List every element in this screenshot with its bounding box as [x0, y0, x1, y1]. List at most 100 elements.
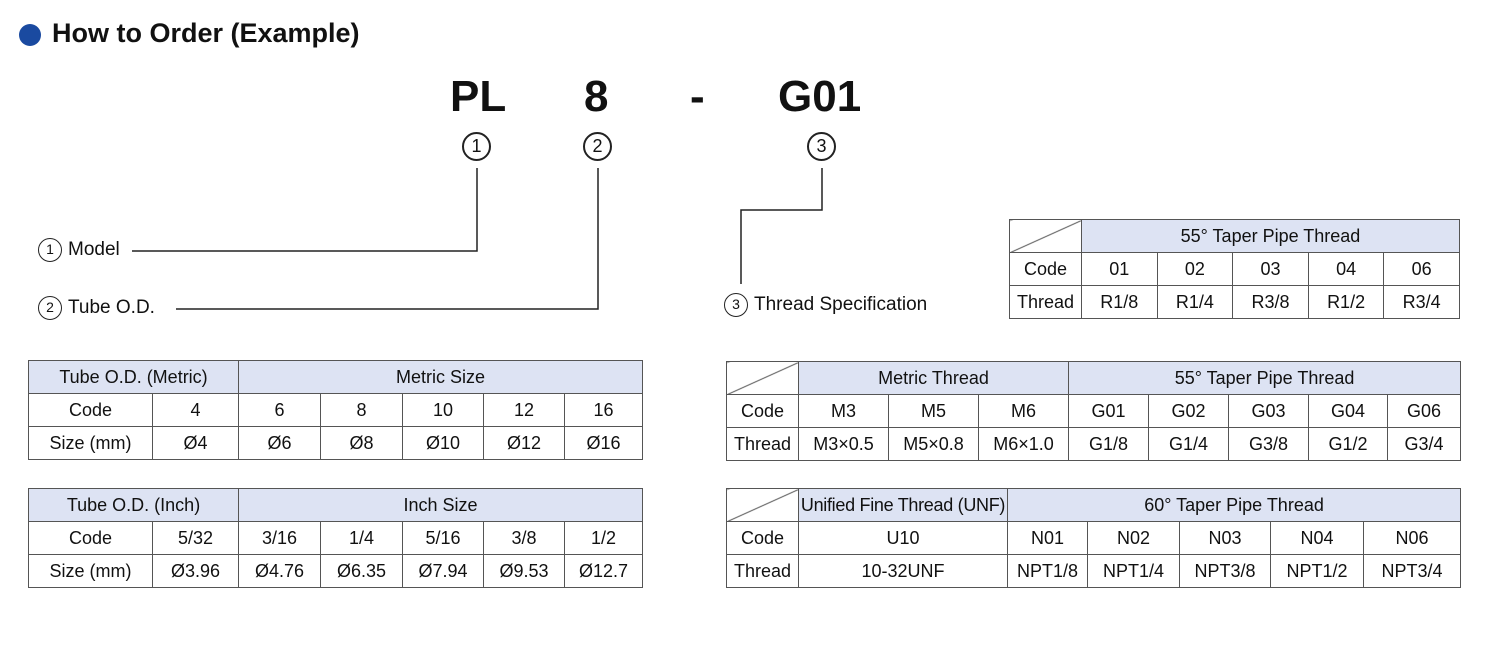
inch-size-table: Tube O.D. (Inch) Inch Size Code 5/32 3/1… [28, 488, 644, 588]
thread-cell: M6×1.0 [977, 427, 1070, 461]
code-cell: 8 [320, 393, 404, 427]
thread-cell: R1/2 [1307, 285, 1385, 319]
page-title: How to Order (Example) [52, 18, 360, 48]
table-corner-label: Tube O.D. (Inch) [28, 488, 239, 522]
order-code-thread: G01 [778, 72, 862, 121]
row-label-size: Size (mm) [28, 554, 153, 588]
code-cell: N01 [1007, 521, 1088, 555]
taper-thread-table: 55° Taper Pipe Thread Code 01 02 03 04 0… [1009, 219, 1460, 319]
table-title: Inch Size [237, 488, 644, 522]
row-label-code: Code [28, 521, 153, 555]
size-cell: Ø12.7 [563, 554, 644, 588]
thread-cell: R1/4 [1156, 285, 1234, 319]
thread-cell: R3/4 [1383, 285, 1460, 319]
code-cell: 1/2 [563, 521, 644, 555]
thread-cell: 10-32UNF [798, 554, 1008, 588]
thread-cell: NPT3/4 [1362, 554, 1462, 588]
size-cell: Ø16 [564, 426, 644, 460]
table-group-title: Metric Thread [797, 361, 1070, 395]
order-code-tube-od: 8 [584, 72, 609, 121]
diagonal-header-icon [726, 361, 799, 395]
marker-2-small: 2 [38, 296, 62, 320]
row-label-code: Code [726, 394, 799, 428]
code-cell: 5/32 [152, 521, 239, 555]
size-cell: Ø3.96 [152, 554, 239, 588]
thread-cell: M3×0.5 [798, 427, 889, 461]
code-cell: 12 [483, 393, 566, 427]
size-cell: Ø7.94 [402, 554, 484, 588]
row-label-thread: Thread [726, 554, 799, 588]
code-cell: N02 [1087, 521, 1180, 555]
code-cell: 1/4 [320, 521, 403, 555]
size-cell: Ø8 [320, 426, 404, 460]
code-cell: 6 [238, 393, 322, 427]
code-cell: 06 [1383, 252, 1460, 286]
code-cell: M5 [888, 394, 979, 428]
section-bullet-icon [19, 24, 41, 46]
unf-thread-table: Unified Fine Thread (UNF) 60° Taper Pipe… [726, 488, 1462, 588]
size-cell: Ø4 [151, 426, 240, 460]
code-cell: 3/8 [483, 521, 565, 555]
thread-cell: G3/8 [1228, 427, 1310, 461]
label-model-text: Model [68, 239, 120, 260]
size-cell: Ø10 [402, 426, 485, 460]
order-code-model: PL [450, 72, 507, 121]
thread-cell: NPT3/8 [1179, 554, 1271, 588]
code-cell: 04 [1307, 252, 1385, 286]
thread-cell: NPT1/2 [1270, 554, 1364, 588]
thread-cell: NPT1/4 [1087, 554, 1180, 588]
leader-line-thread [740, 168, 823, 284]
marker-3-small: 3 [724, 293, 748, 317]
size-cell: Ø9.53 [483, 554, 565, 588]
diagonal-header-icon [1009, 219, 1082, 253]
code-cell: N04 [1270, 521, 1364, 555]
row-label-size: Size (mm) [28, 426, 153, 460]
marker-1: 1 [462, 132, 491, 161]
table-group-title: Unified Fine Thread (UNF) [798, 488, 1008, 522]
label-thread-spec-text: Thread Specification [754, 294, 928, 315]
marker-3: 3 [807, 132, 836, 161]
code-cell: 03 [1232, 252, 1309, 286]
thread-cell: M5×0.8 [888, 427, 979, 461]
row-label-thread: Thread [726, 427, 799, 461]
thread-cell: G3/4 [1387, 427, 1462, 461]
table-corner-label: Tube O.D. (Metric) [27, 360, 240, 394]
code-cell: 4 [151, 393, 240, 427]
code-cell: 3/16 [238, 521, 321, 555]
row-label-code: Code [1009, 252, 1082, 286]
label-thread-spec: 3 Thread Specification [724, 293, 927, 317]
code-cell: 5/16 [402, 521, 484, 555]
code-cell: G03 [1228, 394, 1310, 428]
code-cell: 02 [1156, 252, 1234, 286]
code-cell: M6 [977, 394, 1070, 428]
order-code-separator: - [690, 72, 705, 121]
thread-cell: G1/4 [1148, 427, 1230, 461]
label-tube-od-text: Tube O.D. [68, 297, 155, 318]
table-title: Metric Size [238, 360, 644, 394]
size-cell: Ø6 [238, 426, 322, 460]
marker-1-small: 1 [38, 238, 62, 262]
code-cell: N06 [1362, 521, 1462, 555]
code-cell: 01 [1081, 252, 1158, 286]
thread-cell: G1/2 [1308, 427, 1389, 461]
code-cell: N03 [1179, 521, 1271, 555]
code-cell: G04 [1308, 394, 1389, 428]
table-title: 55° Taper Pipe Thread [1081, 219, 1460, 253]
size-cell: Ø12 [483, 426, 566, 460]
thread-cell: R3/8 [1232, 285, 1309, 319]
table-group-title: 60° Taper Pipe Thread [1006, 488, 1462, 522]
size-cell: Ø6.35 [320, 554, 403, 588]
leader-line-tube-od [176, 168, 599, 310]
code-cell: 10 [402, 393, 485, 427]
label-tube-od: 2 Tube O.D. [38, 296, 155, 320]
metric-size-table: Tube O.D. (Metric) Metric Size Code 4 6 … [27, 360, 644, 460]
thread-cell: R1/8 [1081, 285, 1158, 319]
code-cell: G06 [1387, 394, 1462, 428]
code-cell: U10 [798, 521, 1008, 555]
row-label-thread: Thread [1009, 285, 1082, 319]
row-label-code: Code [726, 521, 799, 555]
leader-line-model [132, 168, 478, 252]
code-cell: G02 [1148, 394, 1230, 428]
thread-cell: NPT1/8 [1007, 554, 1088, 588]
